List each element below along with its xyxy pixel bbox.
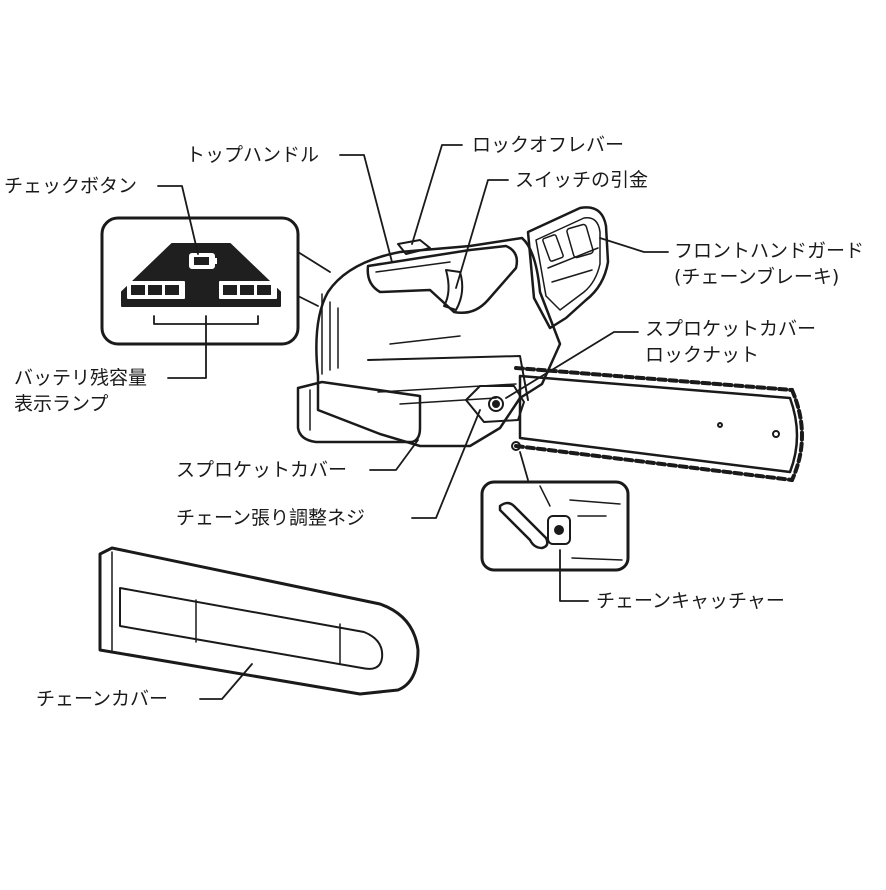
- chain-catcher-inset: [480, 480, 630, 572]
- label-front-hand-guard-2: (チェーンブレーキ): [674, 266, 840, 288]
- label-sprocket-cover: スプロケットカバー: [176, 459, 348, 481]
- front-hand-guard: [526, 206, 610, 330]
- inset-connectors: [297, 251, 331, 307]
- label-chain-cover: チェーンカバー: [36, 688, 169, 710]
- guide-bar: [514, 366, 804, 482]
- label-chain-tension-screw: チェーン張り調整ネジ: [176, 507, 366, 529]
- label-chain-catcher: チェーンキャッチャー: [596, 590, 785, 612]
- label-switch-trigger: スイッチの引金: [515, 169, 649, 191]
- label-sprocket-cover-lock-nut-1: スプロケットカバー: [645, 318, 817, 340]
- label-battery-lamp-1: バッテリ残容量: [14, 367, 148, 389]
- switch-trigger: [443, 269, 464, 311]
- label-top-handle: トップハンドル: [186, 144, 320, 166]
- label-battery-lamp-2: 表示ランプ: [14, 393, 109, 415]
- chain-tension-screw: [511, 441, 521, 451]
- chain-cover: [98, 546, 420, 696]
- label-front-hand-guard-1: フロントハンドガード: [674, 240, 865, 262]
- battery-lamp-left-icon: [127, 281, 185, 299]
- label-check-button: チェックボタン: [4, 175, 138, 197]
- battery-indicator-inset: [100, 216, 300, 346]
- top-handle: [366, 244, 519, 314]
- check-button-icon: [189, 253, 217, 269]
- battery-lamp-right-icon: [219, 281, 277, 299]
- label-lock-off-lever: ロックオフレバー: [472, 134, 625, 156]
- label-sprocket-cover-lock-nut-2: ロックナット: [645, 344, 760, 366]
- sprocket-cover-lock-nut: [465, 385, 525, 423]
- leader-lines: [153, 144, 669, 700]
